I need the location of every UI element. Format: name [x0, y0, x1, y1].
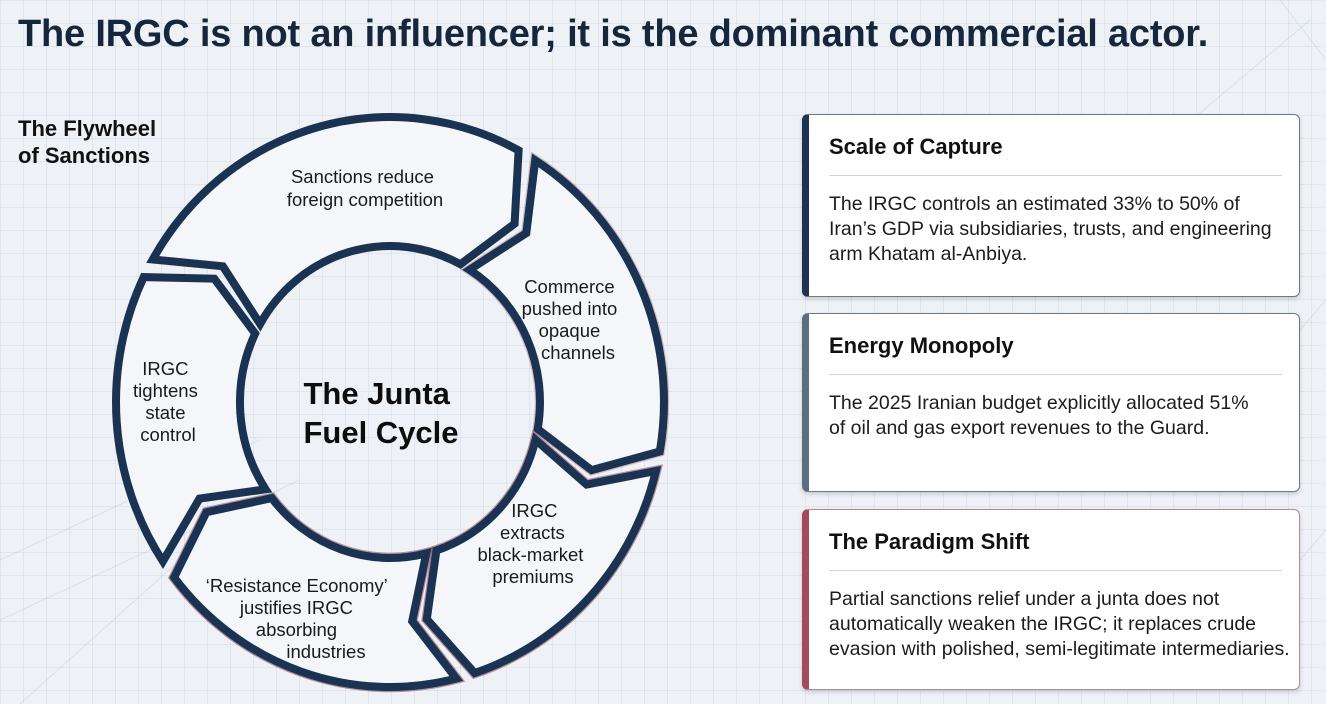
page-title: The IRGC is not an influencer; it is the… — [18, 13, 1209, 55]
card-body-line: evasion with polished, semi-legitimate i… — [829, 638, 1290, 660]
card-title: Scale of Capture — [829, 134, 1003, 159]
segment-label-line: justifies IRGC — [239, 597, 353, 618]
card-scale-of-capture: Scale of Capture The IRGC controls an es… — [802, 114, 1300, 297]
segment-label-tightens: IRGC tightens state control — [133, 358, 203, 445]
segment-label-line: premiums — [492, 566, 573, 587]
card-body-line: of oil and gas export revenues to the Gu… — [829, 417, 1210, 439]
card-divider — [829, 374, 1282, 375]
diagram-label: The Flywheel of Sanctions — [18, 115, 156, 169]
card-divider — [829, 175, 1282, 176]
card-body: The IRGC controls an estimated 33% to 50… — [829, 192, 1282, 267]
segment-label-line: control — [140, 424, 196, 445]
cycle-center-title: The Junta Fuel Cycle — [303, 376, 458, 450]
segment-label-line: Commerce — [524, 276, 614, 297]
segment-label-line: foreign competition — [287, 189, 443, 210]
cycle-segment-resistance-arrow — [174, 498, 456, 687]
card-paradigm-shift: The Paradigm Shift Partial sanctions rel… — [802, 509, 1300, 690]
segment-label-extracts: IRGC extracts black-market premiums — [477, 500, 588, 587]
segment-label-line: IRGC — [142, 358, 188, 379]
flywheel-cycle-diagram: Sanctions reduce foreign competition Com… — [0, 0, 800, 704]
card-body: Partial sanctions relief under a junta d… — [829, 587, 1290, 662]
segment-label-commerce: Commerce pushed into opaque channels — [522, 276, 623, 363]
cycle-segment-sanctions-arrow — [153, 117, 519, 324]
cycle-segment-extracts-arrow — [427, 440, 656, 673]
segment-label-line: pushed into — [522, 298, 618, 319]
segment-label-line: absorbing — [256, 619, 337, 640]
card-body-line: The 2025 Iranian budget explicitly alloc… — [829, 392, 1249, 414]
card-body-line: The IRGC controls an estimated 33% to 50… — [829, 193, 1240, 215]
segment-label-line: opaque — [539, 320, 601, 341]
cycle-segment-tightens-arrow — [116, 277, 266, 561]
card-title: The Paradigm Shift — [829, 529, 1030, 554]
card-energy-monopoly: Energy Monopoly The 2025 Iranian budget … — [802, 313, 1300, 492]
segment-label-line: channels — [541, 342, 615, 363]
card-body-line: Partial sanctions relief under a junta d… — [829, 588, 1220, 610]
segment-label-line: extracts — [500, 522, 565, 543]
card-body-line: Iran’s GDP via subsidiaries, trusts, and… — [829, 218, 1272, 240]
segment-label-sanctions: Sanctions reduce foreign competition — [287, 166, 443, 210]
diagram-label-line: of Sanctions — [18, 143, 151, 168]
card-body-line: arm Khatam al-Anbiya. — [829, 243, 1028, 265]
center-title-line: Fuel Cycle — [303, 415, 458, 450]
segment-label-line: black-market — [477, 544, 583, 565]
segment-label-line: ‘Resistance Economy’ — [206, 575, 387, 596]
cycle-segment-commerce-arrow — [470, 160, 664, 470]
card-divider — [829, 570, 1282, 571]
diagram-label-line: The Flywheel — [18, 116, 157, 141]
card-title: Energy Monopoly — [829, 333, 1014, 358]
segment-label-line: industries — [286, 641, 365, 662]
center-title-line: The Junta — [303, 376, 450, 411]
card-body: The 2025 Iranian budget explicitly alloc… — [829, 391, 1282, 441]
segment-label-resistance-economy: ‘Resistance Economy’ justifies IRGC abso… — [206, 575, 392, 662]
segment-label-line: state — [145, 402, 185, 423]
card-body-line: automatically weaken the IRGC; it replac… — [829, 613, 1257, 635]
segment-label-line: Sanctions reduce — [291, 166, 434, 187]
segment-label-line: tightens — [133, 380, 198, 401]
segment-label-line: IRGC — [511, 500, 557, 521]
